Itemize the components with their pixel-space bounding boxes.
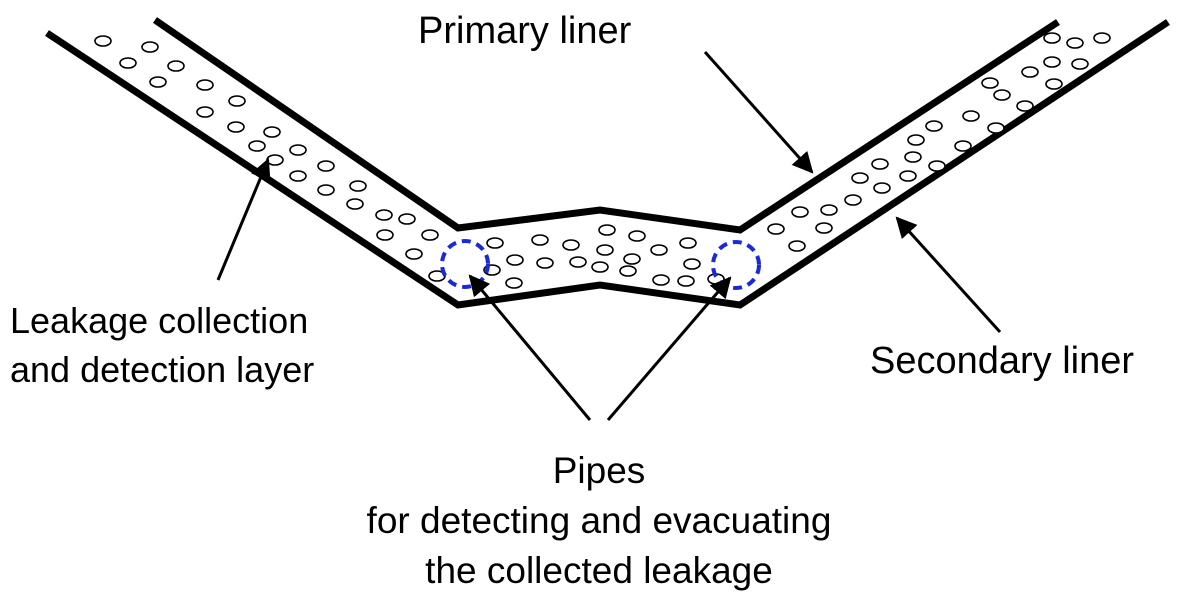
pipes-label-line3: the collected leakage — [425, 550, 773, 591]
arrow-secondary-liner — [895, 216, 1002, 334]
drainage-granules — [94, 32, 1111, 289]
secondary-liner-line — [45, 19, 1170, 309]
primary-liner-line — [153, 17, 1060, 234]
secondary-liner-label: Secondary liner — [870, 340, 1134, 382]
leakage-layer-label-line2: and detection layer — [10, 349, 314, 390]
arrow-pipe-left — [468, 274, 592, 421]
pipe-marker-right — [711, 240, 761, 290]
pipes-label-line2: for detecting and evacuating — [367, 500, 832, 541]
arrow-pipe-right — [606, 276, 732, 421]
leakage-layer-label-line1: Leakage collection — [10, 300, 308, 341]
arrow-leakage-layer — [216, 158, 271, 281]
arrow-primary-liner — [703, 51, 814, 174]
primary-liner-label: Primary liner — [418, 10, 632, 52]
pipe-marker-left — [440, 239, 490, 289]
pipes-label-line1: Pipes — [553, 450, 646, 491]
